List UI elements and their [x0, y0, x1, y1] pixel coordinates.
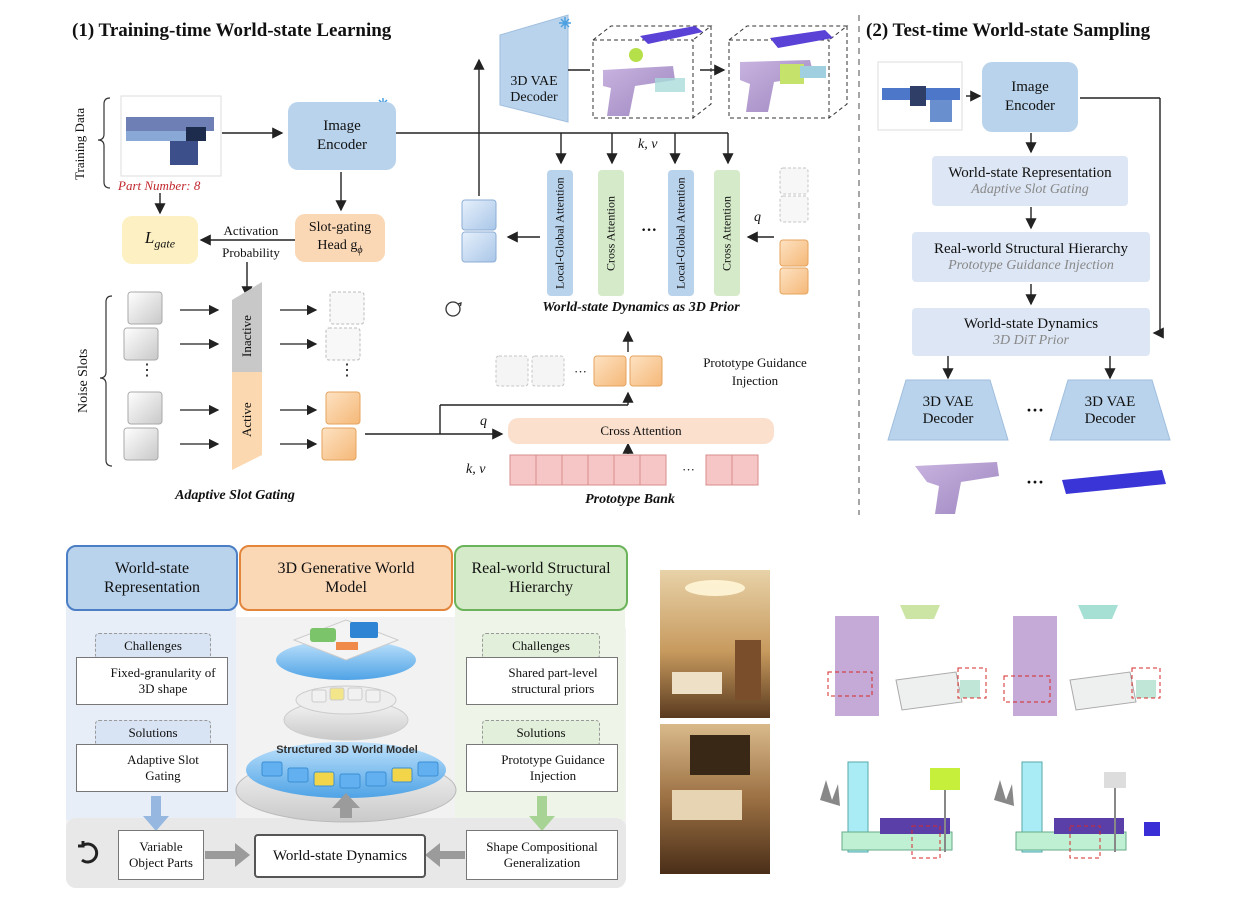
test-dynamics-box: World-state Dynamics 3D DiT Prior: [912, 308, 1150, 356]
representation-header: World-state Representation: [66, 545, 238, 611]
activation-probability-label: Activation Probability: [222, 223, 280, 261]
challenges-left-tag: Challenges: [95, 633, 211, 659]
local-global-attention-1: Local-Global Attention: [547, 170, 573, 296]
inactive-label: Inactive: [239, 315, 254, 357]
test-image-encoder-box: Image Encoder: [982, 62, 1078, 132]
cross-attention-2: Cross Attention: [714, 170, 740, 296]
bedroom-render-1: [827, 605, 987, 716]
training-data-label: Training Data: [72, 107, 87, 181]
prototype-bank-dots: ···: [682, 462, 695, 477]
test-hierarchy-title: Real-world Structural Hierarchy: [933, 240, 1129, 257]
colored-render-1: [820, 761, 960, 859]
solution-right-text: Prototype Guidance Injection: [501, 752, 605, 783]
shape-generalization-label: Shape Compositional Generalization: [486, 839, 598, 870]
test-vae-2-label: 3D VAE Decoder: [1084, 394, 1136, 428]
l-gate-subscript: gate: [154, 236, 176, 251]
l-gate-box: Lgate: [122, 216, 198, 264]
colored-render-2: [994, 761, 1160, 859]
adaptive-slot-gating-caption: Adaptive Slot Gating: [175, 488, 295, 503]
challenge-left-box: Fixed-granularity of 3D shape: [76, 657, 228, 705]
test-vae-dots: ···: [1026, 400, 1045, 420]
structured-model-label: Structured 3D World Model: [276, 744, 418, 756]
shape-generalization-box: Shape Compositional Generalization: [466, 830, 618, 880]
test-representation-box: World-state Representation Adaptive Slot…: [932, 156, 1128, 206]
test-output-dots: ···: [1026, 472, 1045, 492]
local-global-attention-2: Local-Global Attention: [668, 170, 694, 296]
solution-left-text: Adaptive Slot Gating: [127, 752, 199, 783]
slot-gating-head-subscript: ϕ: [357, 244, 363, 256]
representation-header-label: World-state Representation: [104, 559, 200, 596]
slot-gating-head-box: Slot-gating Head gϕ: [295, 214, 385, 262]
challenges-right-tag: Challenges: [482, 633, 600, 659]
solutions-left-tag: Solutions: [95, 720, 211, 746]
prototype-bank-caption: Prototype Bank: [585, 492, 675, 507]
part-number-label: Part Number: 8: [118, 178, 201, 193]
prototype-q-label: q: [480, 414, 487, 429]
test-image-encoder-label: Image Encoder: [1005, 79, 1055, 114]
cross-attention-1: Cross Attention: [598, 170, 624, 296]
world-dynamics-label: World-state Dynamics: [272, 848, 408, 864]
hierarchy-header-label: Real-world Structural Hierarchy: [471, 559, 611, 596]
test-hierarchy-box: Real-world Structural Hierarchy Prototyp…: [912, 232, 1150, 282]
challenge-right-text: Shared part-level structural priors: [508, 665, 598, 696]
solution-left-box: Adaptive Slot Gating: [76, 744, 228, 792]
solution-right-box: Prototype Guidance Injection: [466, 744, 618, 792]
refresh-icon: [78, 841, 99, 864]
prototype-cross-attention-label: Cross Attention: [600, 423, 682, 438]
world-model-header: 3D Generative World Model: [239, 545, 453, 611]
prototype-guidance-label: Prototype Guidance Injection: [703, 355, 807, 389]
solutions-right-tag: Solutions: [482, 720, 600, 746]
dynamics-dots: ···: [641, 222, 658, 239]
slot-gating-head-label: Slot-gating Head g: [308, 220, 372, 253]
prototype-cubes-dots: ···: [574, 364, 587, 379]
test-hierarchy-sub: Prototype Guidance Injection: [948, 257, 1114, 273]
variable-parts-box: Variable Object Parts: [118, 830, 204, 880]
slots-ellipsis-left: ⋮: [139, 362, 155, 379]
vae-top-label: 3D VAE Decoder: [510, 74, 558, 106]
world-model-header-label: 3D Generative World Model: [277, 559, 415, 596]
solutions-left-label: Solutions: [128, 725, 178, 740]
prototype-kv-label: k, v: [466, 462, 486, 477]
slots-ellipsis-right: ⋮: [339, 362, 355, 379]
dynamics-q-label: q: [754, 210, 761, 225]
section-title-training: (1) Training-time World-state Learning: [72, 20, 392, 41]
challenges-right-label: Challenges: [512, 638, 570, 653]
active-label: Active: [239, 402, 254, 438]
dynamics-kv-label: k, v: [638, 137, 658, 152]
solutions-right-label: Solutions: [516, 725, 566, 740]
hierarchy-header: Real-world Structural Hierarchy: [454, 545, 628, 611]
l-gate-label: L: [144, 228, 155, 248]
noise-slots-label: Noise Slots: [76, 348, 91, 414]
image-encoder-label: Image Encoder: [317, 118, 367, 153]
section-title-test: (2) Test-time World-state Sampling: [866, 20, 1151, 41]
image-encoder-box: Image Encoder: [288, 102, 396, 170]
world-dynamics-box: World-state Dynamics: [254, 834, 426, 878]
dynamics-caption: World-state Dynamics as 3D Prior: [542, 300, 740, 315]
test-representation-title: World-state Representation: [948, 164, 1112, 181]
test-dynamics-title: World-state Dynamics: [963, 315, 1099, 332]
test-vae-1-label: 3D VAE Decoder: [922, 394, 974, 428]
test-representation-sub: Adaptive Slot Gating: [971, 181, 1089, 197]
prototype-cross-attention-box: Cross Attention: [508, 418, 774, 444]
challenge-left-text: Fixed-granularity of 3D shape: [110, 665, 216, 696]
challenges-left-label: Challenges: [124, 638, 182, 653]
challenge-right-box: Shared part-level structural priors: [466, 657, 618, 705]
variable-parts-label: Variable Object Parts: [129, 839, 193, 870]
bedroom-render-2: [1003, 605, 1161, 716]
test-dynamics-sub: 3D DiT Prior: [993, 332, 1069, 348]
